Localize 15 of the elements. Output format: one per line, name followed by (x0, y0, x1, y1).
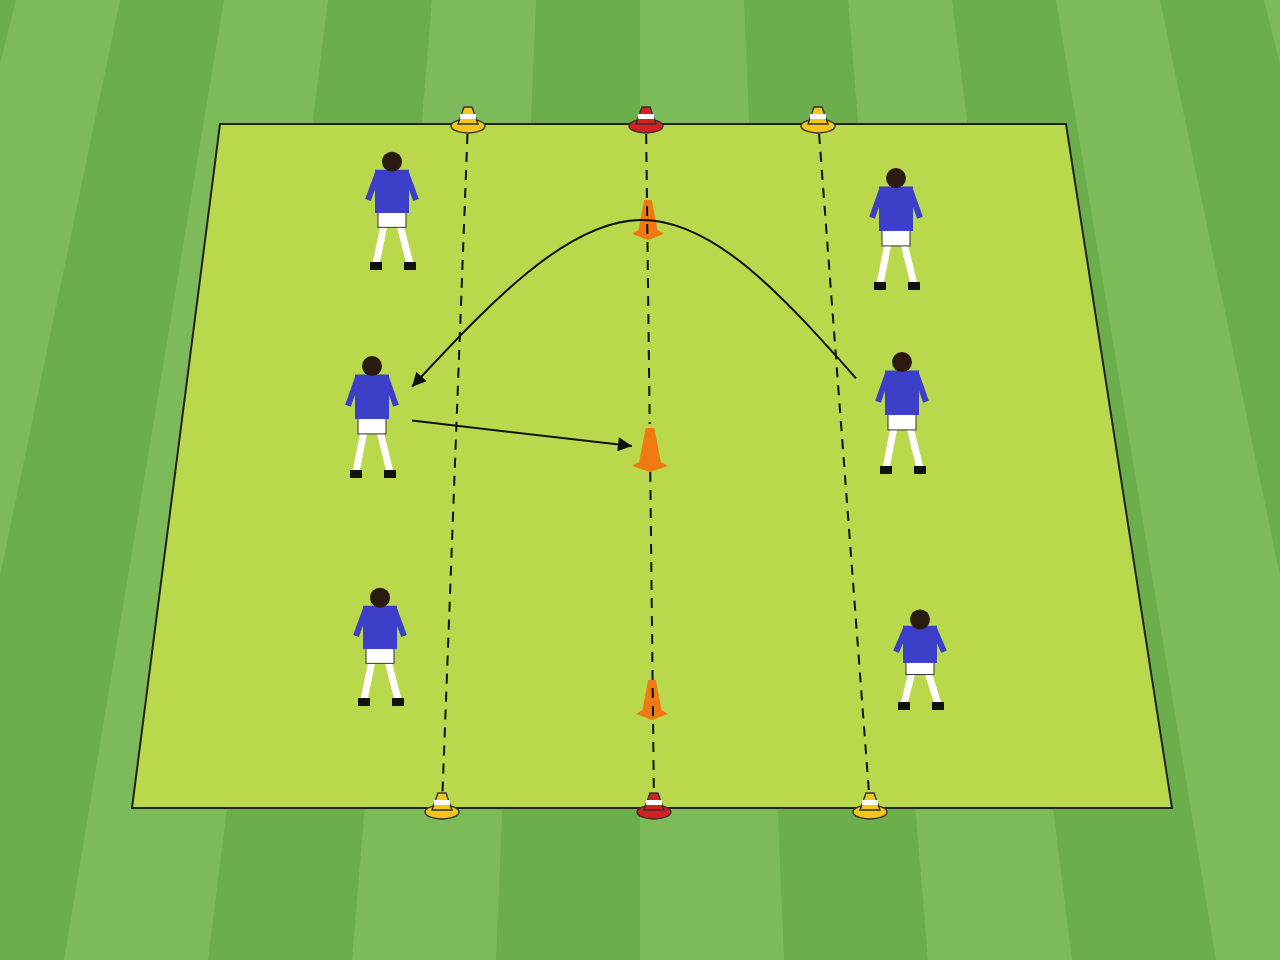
training-cone-icon (424, 792, 460, 820)
training-cone-icon (450, 106, 486, 134)
training-cone-icon (852, 792, 888, 820)
training-cone-icon (632, 424, 668, 472)
training-cone-icon (800, 106, 836, 134)
training-cone-icon (628, 106, 664, 134)
player-drawing (348, 584, 412, 708)
player-drawing (864, 164, 928, 292)
pass-arrow (411, 219, 857, 388)
pass-arrow (411, 419, 633, 452)
training-cone-icon (636, 792, 672, 820)
zone-line (818, 133, 870, 793)
zone-line (649, 471, 655, 793)
zone-line (441, 133, 469, 793)
zone-line (645, 133, 651, 425)
